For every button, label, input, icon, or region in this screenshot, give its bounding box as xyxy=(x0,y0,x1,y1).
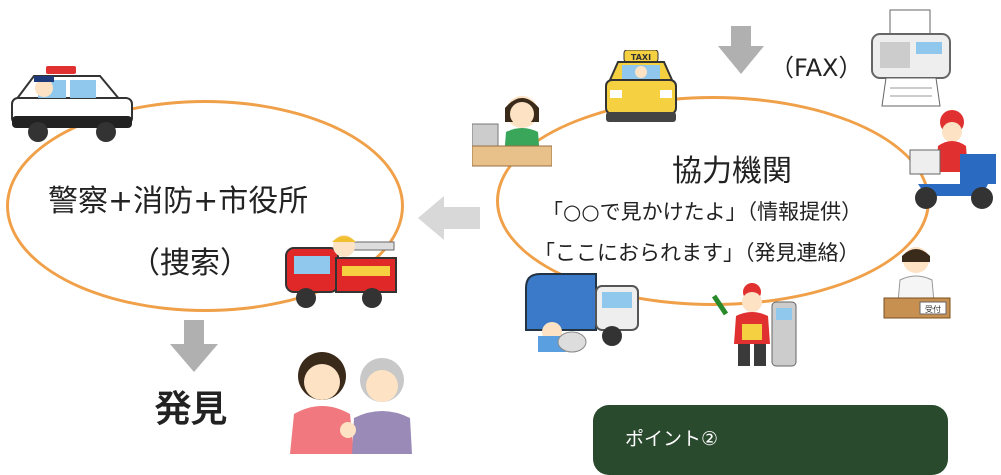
fax-machine-icon xyxy=(868,8,954,108)
receptionist-icon: 受付 xyxy=(880,244,952,322)
left-cluster-line2: （捜索） xyxy=(130,246,250,281)
garbage-truck-icon xyxy=(522,270,642,354)
left-arrow-icon xyxy=(418,196,480,240)
down-arrow-icon xyxy=(716,26,766,76)
right-cluster-title: 協力機関 xyxy=(672,154,792,189)
down-arrow-icon xyxy=(170,320,218,372)
point-label: ポイント② xyxy=(625,428,719,450)
gas-station-attendant-icon xyxy=(712,282,800,368)
right-cluster-line1: 「○○で見かけたよ」（情報提供） xyxy=(542,200,863,224)
taxi-sign-text: TAXI xyxy=(631,53,651,62)
taxi-icon: TAXI xyxy=(602,50,680,132)
family-reunion-icon xyxy=(284,338,416,454)
police-car-icon xyxy=(8,62,136,144)
reception-sign-text: 受付 xyxy=(925,304,941,314)
right-cluster-line2: 「ここにおられます」（発見連絡） xyxy=(534,241,860,265)
fire-truck-icon xyxy=(282,234,400,312)
delivery-scooter-icon xyxy=(908,106,998,210)
shopkeeper-icon xyxy=(472,88,552,170)
left-ellipse xyxy=(6,100,404,312)
fax-label: （FAX） xyxy=(770,54,863,82)
result-label: 発見 xyxy=(155,389,228,430)
left-cluster-line1: 警察+消防+市役所 xyxy=(48,184,309,219)
